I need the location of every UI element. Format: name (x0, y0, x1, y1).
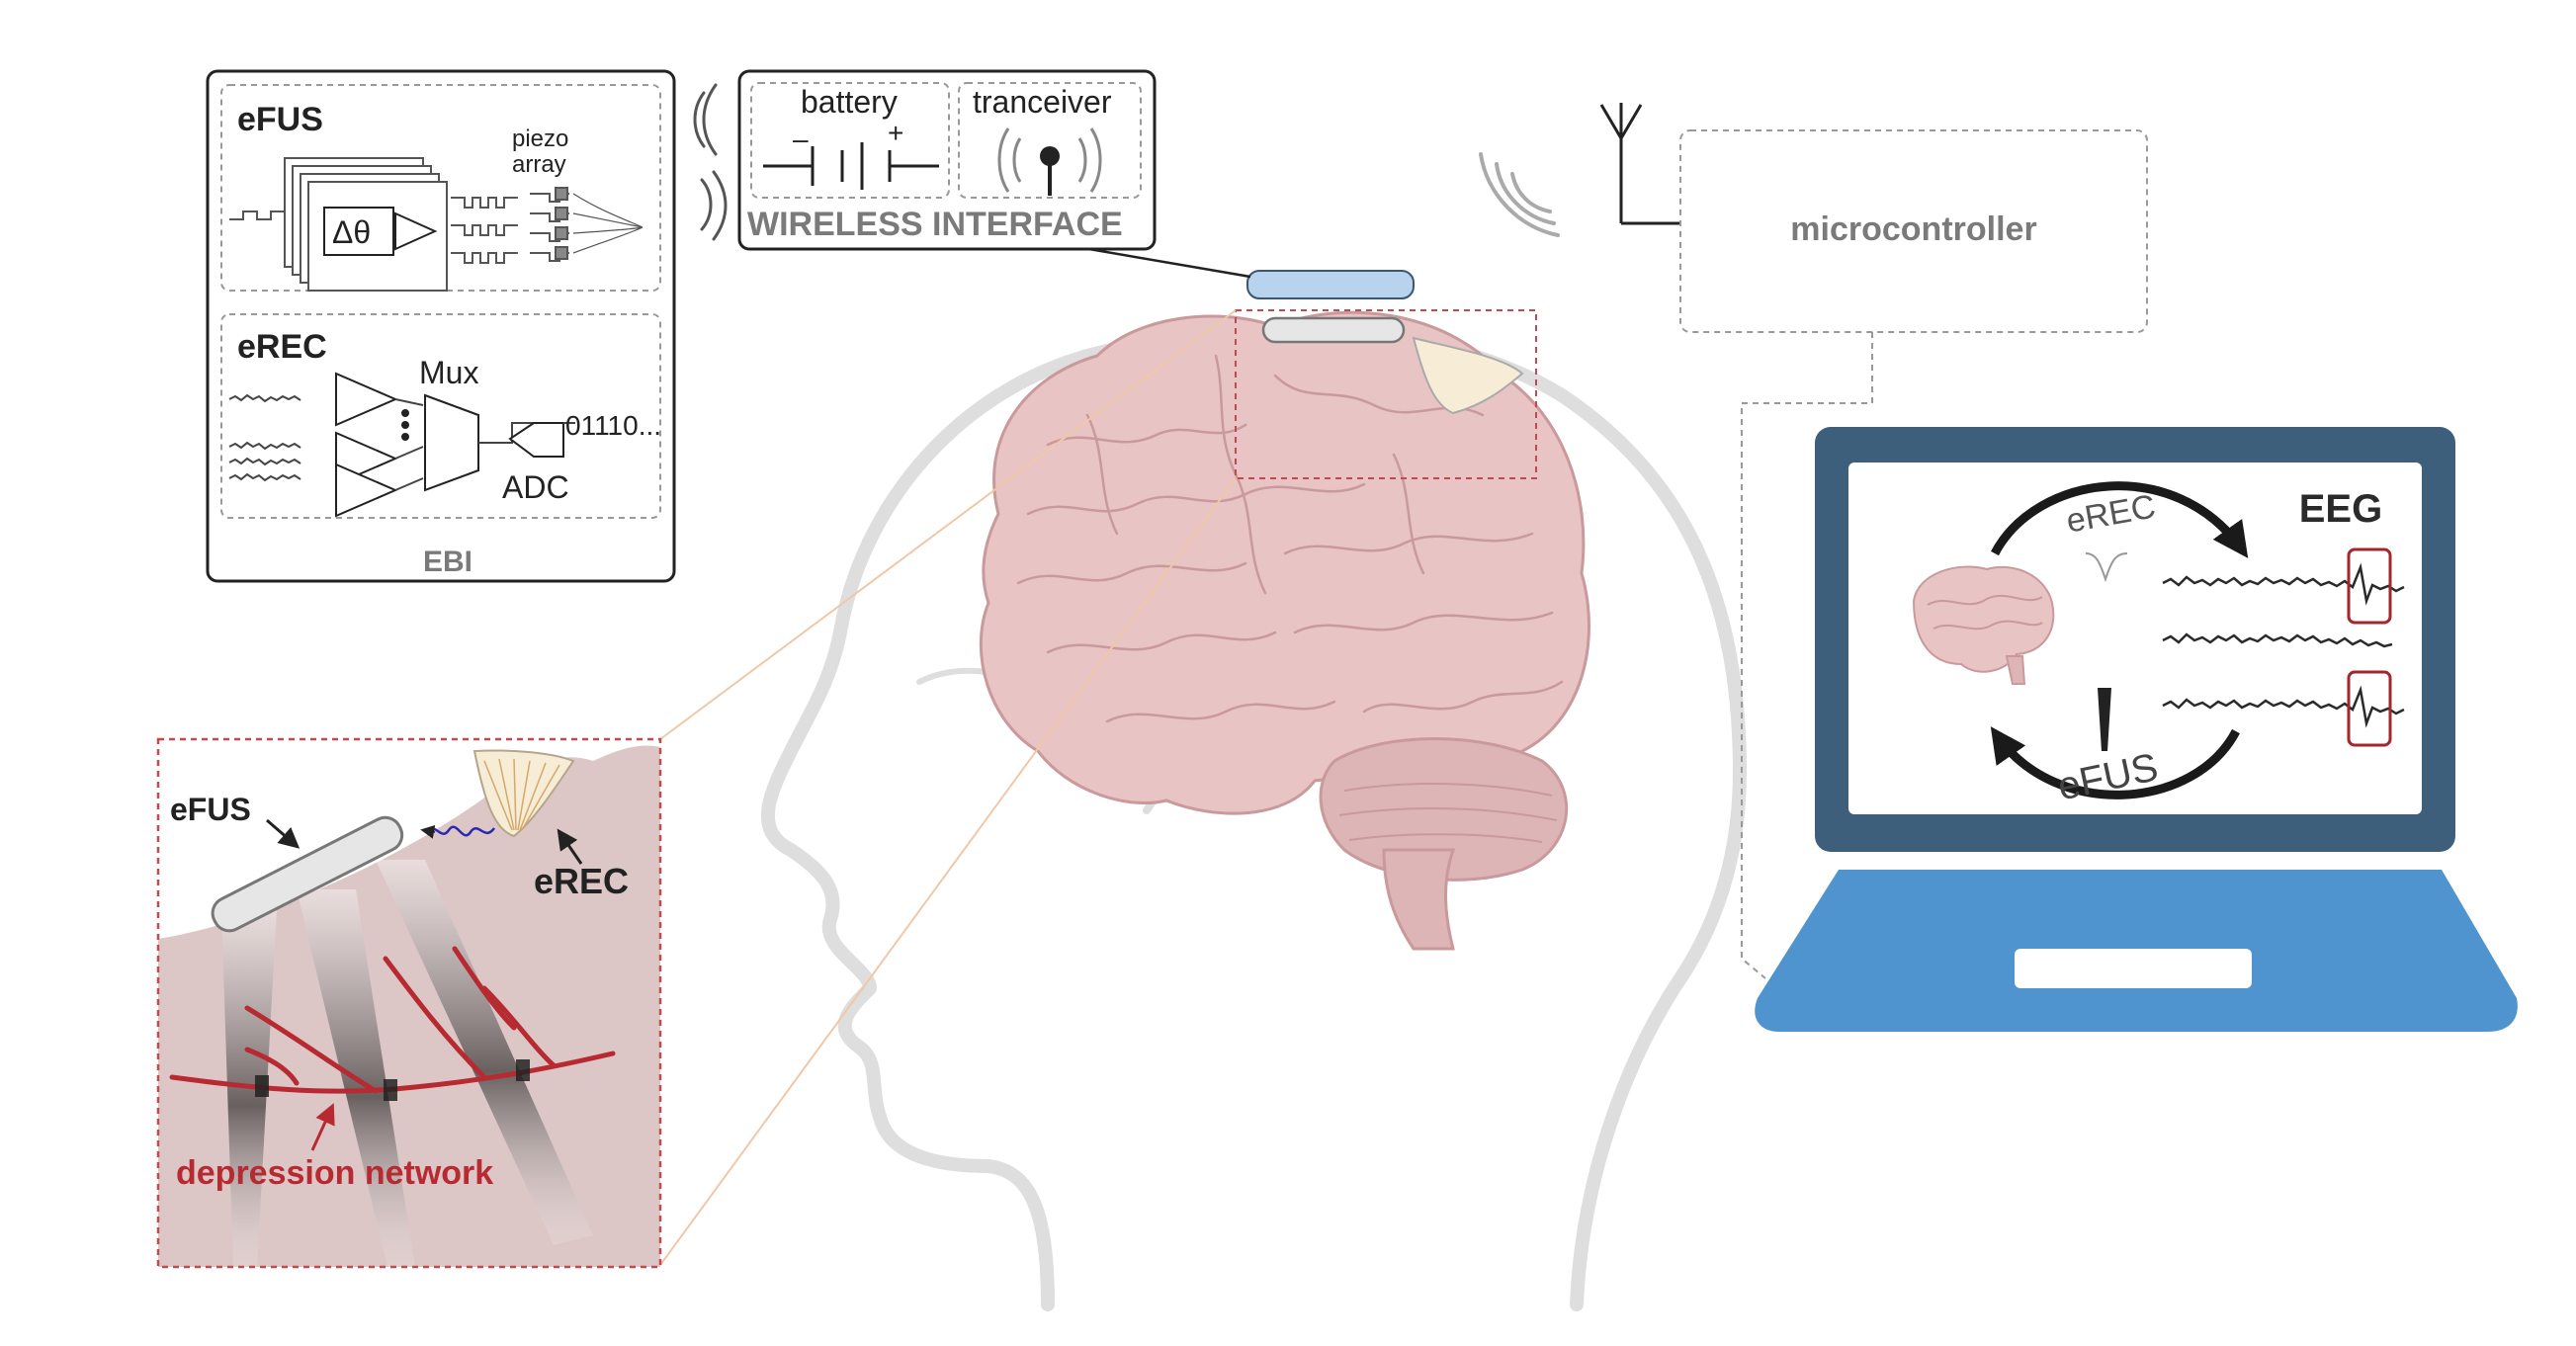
transceiver-label: tranceiver (973, 84, 1112, 120)
piezo-label-line1: piezo (512, 126, 568, 152)
brain-stem (1382, 848, 1456, 951)
battery-label: battery (801, 84, 898, 120)
eeg-label: EEG (2299, 487, 2382, 531)
efus-loop-arrow (1990, 726, 2240, 799)
eeg-spike-box-1 (2347, 547, 2392, 625)
battery-minus: – (793, 124, 809, 154)
brain (979, 310, 1590, 951)
mux-label: Mux (419, 355, 478, 390)
inset-erec-fibers (483, 758, 560, 831)
wireless-link-line (1076, 245, 1251, 279)
eeg-trace-3 (2162, 685, 2405, 728)
cerebellum-folds (1338, 783, 1558, 843)
efus-circuit (229, 157, 644, 292)
microcontroller-to-laptop-line (1741, 332, 1873, 979)
mini-brain-icon (1912, 565, 2055, 685)
ebi-wireless-waves-icon (693, 83, 728, 241)
microcontroller-antenna-icon (1599, 103, 1680, 225)
brain-gyri (1016, 354, 1564, 723)
brain-cerebrum (979, 310, 1590, 815)
zoom-connector-lines (659, 309, 1237, 1266)
zoom-region (1235, 309, 1537, 479)
ebi-footer: EBI (423, 546, 472, 578)
depression-network-vessels (169, 946, 616, 1094)
eeg-spike-box-2 (2347, 670, 2392, 747)
efus-beam-icon (2098, 688, 2111, 751)
inset-erec-pointer (557, 828, 583, 865)
adc-label: ADC (502, 469, 569, 505)
inset-erec-label: eREC (534, 861, 629, 901)
transceiver-subpanel (958, 82, 1142, 199)
piezo-label-line2: array (512, 151, 566, 178)
bits-label: 01110... (565, 410, 661, 441)
inset-efus-label: eFUS (170, 792, 251, 827)
phase-shift-label: Δθ (332, 214, 371, 250)
inset-efus-device (211, 815, 404, 933)
inset-border (156, 737, 662, 1269)
microcontroller-label: microcontroller (1790, 210, 2036, 248)
inset-efus-pointer (266, 818, 301, 849)
antenna-icon (997, 127, 1102, 193)
neural-signal-icon (425, 825, 496, 837)
microcontroller-waves-icon (1479, 152, 1560, 237)
battery-subpanel (750, 82, 950, 199)
wireless-interface-title: WIRELESS INTERFACE (747, 206, 1123, 243)
eeg-trace-1 (2162, 562, 2405, 606)
wireless-device (1246, 270, 1415, 299)
depression-network-pointer (310, 1103, 335, 1151)
battery-icon (763, 142, 939, 190)
erec-subpanel (220, 313, 661, 519)
eeg-trace-2 (2162, 632, 2393, 648)
efus-title: eFUS (237, 101, 323, 138)
battery-plus: + (888, 118, 903, 148)
laptop-trackpad (2015, 949, 2252, 988)
microcontroller-box (1679, 129, 2148, 333)
erec-loop-arrow (1991, 481, 2249, 558)
erec-title: eREC (237, 328, 327, 366)
depression-network-label: depression network (176, 1154, 493, 1192)
erec-electrode-on-head (1412, 336, 1524, 415)
zoom-inset: eFUS eREC depression network (156, 737, 662, 1269)
erec-spike-icon (2085, 552, 2128, 583)
efus-device-on-head (1261, 316, 1406, 344)
eeg-traces (2162, 562, 2405, 728)
laptop: EEG eREC eFUS (1755, 427, 2518, 1032)
wireless-interface-panel: battery – + tranceiver WIRELESS INTERFAC… (737, 69, 1157, 251)
erec-circuit (228, 372, 575, 518)
ebi-panel: eFUS Δθ piezo array eREC (206, 69, 676, 583)
